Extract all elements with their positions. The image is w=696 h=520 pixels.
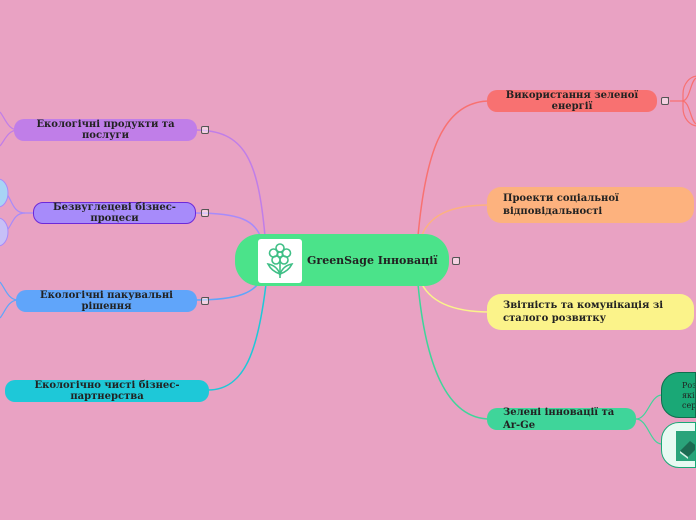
central-topic-title: GreenSage Інновації: [307, 253, 438, 267]
topic-eco-products[interactable]: Екологічні продукти та послуги: [14, 119, 197, 141]
subtopic-image-card[interactable]: [661, 422, 696, 468]
topic-social-responsibility-label: Проекти соціальної відповідальності: [503, 193, 619, 217]
topic-eco-packaging-collapse-icon[interactable]: [201, 297, 209, 305]
topic-eco-packaging[interactable]: Екологічні пакувальні рішення: [16, 290, 197, 312]
central-topic-collapse-icon[interactable]: [452, 257, 460, 265]
topic-green-energy[interactable]: Використання зеленої енергії: [487, 90, 657, 112]
subtopic-text-line-3: сере: [682, 401, 696, 410]
topic-green-innovation-label: Зелені інновації та Ar-Ge: [503, 407, 615, 431]
topic-carbon-free-processes-collapse-icon[interactable]: [201, 209, 209, 217]
topic-green-energy-label: Використання зеленої енергії: [505, 90, 639, 112]
subtopic-text-line-1: Роз: [682, 381, 696, 390]
topic-carbon-free-processes[interactable]: Безвуглецеві бізнес-процеси: [33, 202, 196, 224]
topic-eco-products-collapse-icon[interactable]: [201, 126, 209, 134]
topic-carbon-free-processes-label: Безвуглецеві бізнес-процеси: [53, 202, 176, 224]
subtopic-text-card[interactable]: Роз які сере: [661, 372, 696, 418]
topic-sustainability-reporting[interactable]: Звітність та комунікація зі сталого розв…: [487, 294, 694, 330]
flower-icon: [258, 239, 302, 283]
central-topic[interactable]: GreenSage Інновації: [235, 234, 449, 286]
topic-green-energy-collapse-icon[interactable]: [661, 97, 669, 105]
subtopic-text-line-2: які: [682, 391, 695, 400]
topic-eco-partnerships-label: Екологічно чисті бізнес-партнерства: [34, 380, 180, 402]
topic-eco-products-label: Екологічні продукти та послуги: [36, 119, 175, 141]
topic-sustainability-reporting-label: Звітність та комунікація зі сталого розв…: [503, 300, 664, 324]
topic-eco-packaging-label: Екологічні пакувальні рішення: [40, 290, 173, 312]
topic-green-innovation[interactable]: Зелені інновації та Ar-Ge: [487, 407, 636, 431]
topic-social-responsibility[interactable]: Проекти соціальної відповідальності: [487, 187, 694, 223]
topic-eco-partnerships[interactable]: Екологічно чисті бізнес-партнерства: [5, 380, 209, 402]
book-icon: [676, 431, 695, 461]
